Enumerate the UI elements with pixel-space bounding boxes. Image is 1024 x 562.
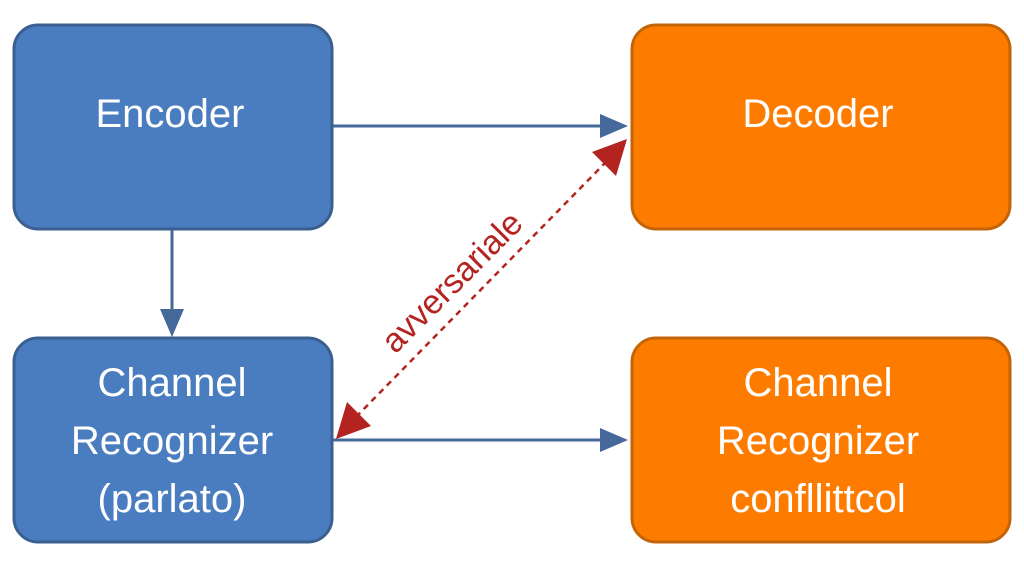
node-label-line: Decoder <box>742 92 893 136</box>
adversarial-arrowhead-channel-speech <box>336 402 371 439</box>
arrow-encoder-to-channel-speech <box>160 230 184 337</box>
adversarial-label: avversariale <box>374 204 530 360</box>
node-decoder[interactable]: Decoder <box>630 23 1012 231</box>
node-decoder-label: Decoder <box>742 92 893 136</box>
node-label-line: Channel <box>97 361 246 405</box>
arrowhead-decoder <box>600 114 628 138</box>
node-channel-conflict-box <box>630 336 1012 544</box>
arrow-channel-speech-to-channel-conflict <box>333 428 628 452</box>
node-decoder-box <box>630 23 1012 231</box>
node-label-line: confllittcol <box>730 477 906 521</box>
node-label-line: Channel <box>743 361 892 405</box>
node-encoder-box <box>12 23 334 231</box>
adversarial-dashed-line <box>355 161 607 418</box>
arrowhead-channel-conflict <box>600 428 628 452</box>
node-encoder-label: Encoder <box>96 92 245 136</box>
node-channel-speech-box <box>12 336 334 544</box>
node-label-line: Recognizer <box>717 419 919 463</box>
arrow-encoder-to-decoder <box>333 114 628 138</box>
adversarial-arrowhead-decoder <box>592 139 627 176</box>
adversarial-edge: avversariale <box>336 139 627 439</box>
node-label-line: (parlato) <box>98 477 247 521</box>
node-label-line: Encoder <box>96 92 245 136</box>
node-encoder[interactable]: Encoder <box>12 23 334 231</box>
arrowhead-channel-speech <box>160 309 184 337</box>
node-label-line: Recognizer <box>71 419 273 463</box>
